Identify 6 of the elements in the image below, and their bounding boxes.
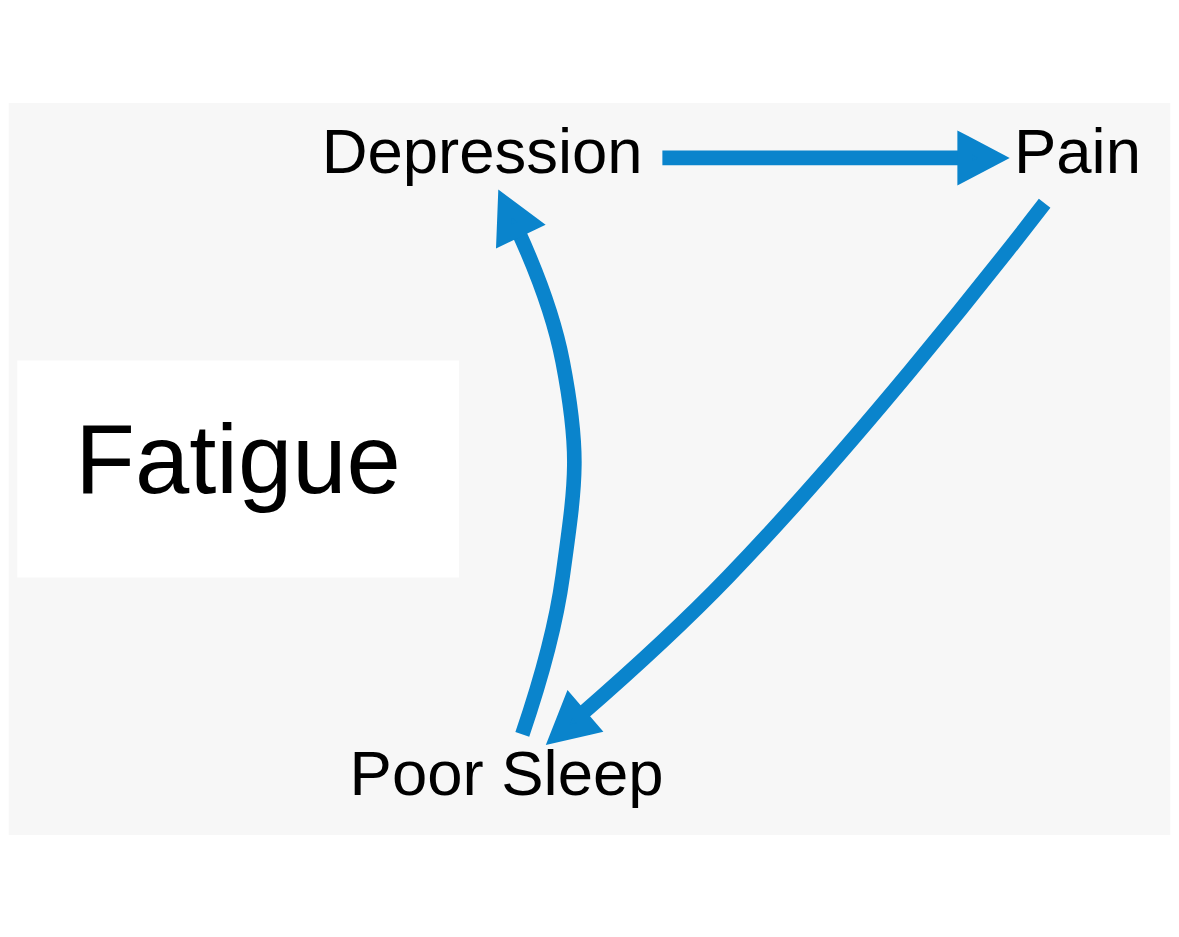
node-text: Pain bbox=[1014, 115, 1141, 186]
node-text: Depression bbox=[321, 115, 643, 186]
node-text: Poor Sleep bbox=[349, 737, 664, 808]
arrow bbox=[662, 129, 1010, 185]
arrow bbox=[545, 198, 1051, 745]
arrow bbox=[496, 188, 582, 737]
